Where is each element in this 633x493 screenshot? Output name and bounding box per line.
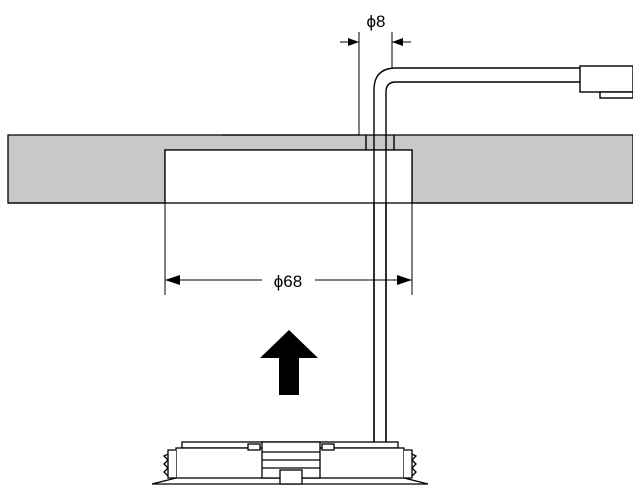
hole-diameter-label: ϕ68 [274, 272, 302, 291]
cable [365, 67, 580, 445]
cable-diameter-dimension: ϕ8 [340, 12, 411, 135]
cable-connector [579, 65, 633, 99]
hole-diameter-dimension: ϕ68 [164, 203, 413, 295]
downlight-fixture [151, 441, 429, 485]
up-arrow-icon [260, 330, 318, 395]
cable-overlay [373, 203, 387, 442]
cable-diameter-label: ϕ8 [367, 12, 386, 31]
ceiling-hole [164, 149, 413, 204]
